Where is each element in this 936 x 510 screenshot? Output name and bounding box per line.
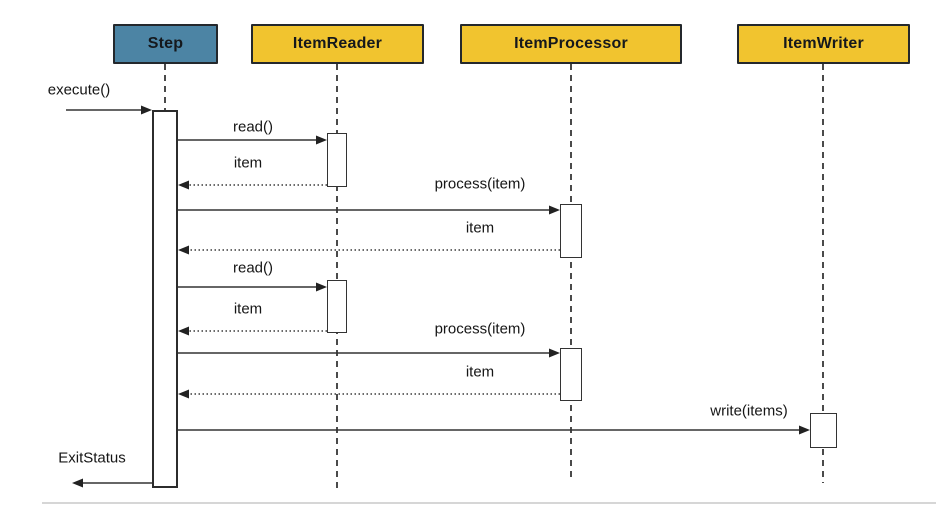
arrowhead-exit-status	[72, 478, 83, 488]
arrowhead-read-1	[316, 135, 327, 145]
message-label-read-1: read()	[232, 118, 274, 136]
message-label-item-1: item	[233, 154, 263, 172]
arrowhead-process-1	[549, 205, 560, 215]
activation-item-reader-2	[327, 280, 347, 333]
message-label-item-2: item	[465, 219, 495, 237]
activation-item-processor-1	[560, 204, 582, 258]
participant-item-processor: ItemProcessor	[460, 24, 682, 64]
arrowhead-return-item-2	[178, 245, 189, 255]
arrowhead-process-2	[549, 348, 560, 358]
participant-item-reader: ItemReader	[251, 24, 424, 64]
arrowhead-read-2	[316, 282, 327, 292]
message-label-process-2: process(item)	[434, 320, 526, 338]
arrowhead-execute	[141, 105, 152, 115]
message-label-exit-status: ExitStatus	[58, 449, 126, 467]
participant-step: Step	[113, 24, 218, 64]
activation-item-writer	[810, 413, 837, 448]
arrowhead-return-item-3	[178, 326, 189, 336]
message-label-process-1: process(item)	[434, 175, 526, 193]
arrowhead-write	[799, 425, 810, 435]
activation-item-processor-2	[560, 348, 582, 401]
message-label-read-2: read()	[232, 259, 274, 277]
message-label-item-4: item	[465, 363, 495, 381]
activation-step	[152, 110, 178, 488]
message-label-write: write(items)	[710, 402, 788, 420]
message-label-item-3: item	[233, 300, 263, 318]
arrowhead-return-item-1	[178, 180, 189, 190]
arrowhead-return-item-4	[178, 389, 189, 399]
message-label-execute: execute()	[47, 81, 111, 99]
activation-item-reader-1	[327, 133, 347, 187]
participant-item-writer: ItemWriter	[737, 24, 910, 64]
